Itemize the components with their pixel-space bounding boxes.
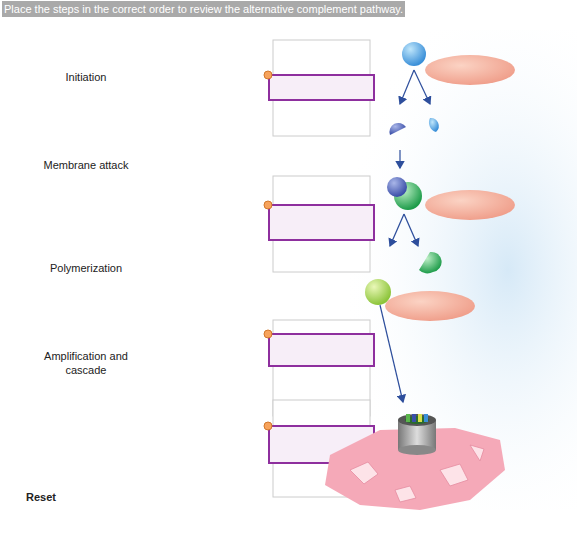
step-label: Initiation [31,70,141,84]
mac-pore [398,414,436,455]
step-label: Membrane attack [31,158,141,172]
drop-zone [264,176,374,272]
step-label: Amplification and cascade [31,349,141,377]
instruction-title: Place the steps in the correct order to … [2,1,405,17]
reset-button: Reset [26,490,86,504]
drop-zone [264,40,374,136]
step-label: Polymerization [31,261,141,275]
